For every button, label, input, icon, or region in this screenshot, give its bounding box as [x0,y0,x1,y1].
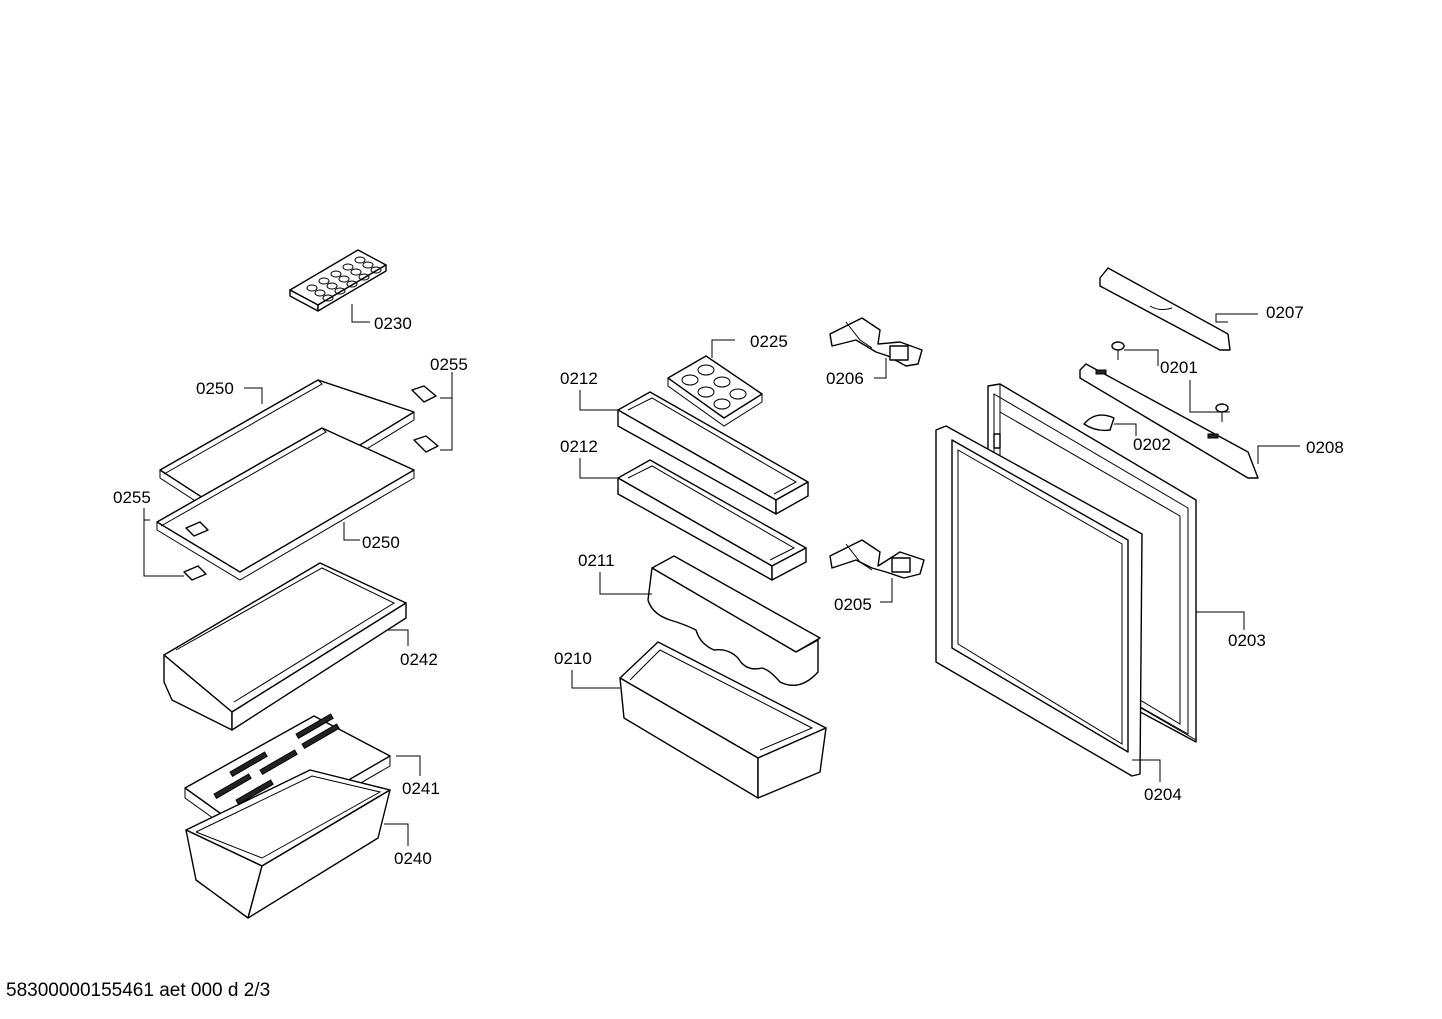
screw-part [1111,341,1229,422]
label-0210: 0210 [554,649,592,668]
label-0250-upper: 0250 [196,379,234,398]
lower-box-part [185,769,391,919]
label-0204: 0204 [1144,785,1182,804]
lower-hinge-part [829,539,925,579]
upper-hinge-part [829,317,923,367]
label-0225: 0225 [750,332,788,351]
crisper-drawer-part [163,562,407,731]
document-reference: 58300000155461 aet 000 d 2/3 [6,980,271,1001]
label-0202: 0202 [1133,435,1171,454]
label-0212-lower: 0212 [560,437,598,456]
label-0230: 0230 [374,314,412,333]
glass-shelf-lower-part [156,427,415,581]
bottle-holder-part [647,555,821,686]
door-stopper-part [1083,414,1115,432]
door-shelf-upper-part [617,391,809,515]
ice-tray-part [289,249,387,312]
part-labels: 0230 0250 0255 0255 0250 0242 0241 0240 … [113,303,1344,868]
hinge-bracket-part [1079,363,1259,479]
label-0242: 0242 [400,650,438,669]
label-0212-upper: 0212 [560,369,598,388]
label-0207: 0207 [1266,303,1304,322]
hinge-cover-part [1099,267,1231,351]
label-0255-left: 0255 [113,488,151,507]
label-0208: 0208 [1306,438,1344,457]
label-0240: 0240 [394,849,432,868]
label-0250-lower: 0250 [362,533,400,552]
label-0211: 0211 [578,551,615,570]
label-0255-right: 0255 [430,355,468,374]
label-0203: 0203 [1228,631,1266,650]
label-0206: 0206 [826,369,864,388]
egg-tray-part [667,355,763,427]
label-0241: 0241 [402,779,440,798]
leader-lines [143,304,1300,846]
door-gasket-part [935,425,1143,777]
door-shelf-lower-part [617,459,807,581]
shelf-clip-part [183,385,439,581]
label-0201: 0201 [1160,358,1198,377]
label-0205: 0205 [834,595,872,614]
bottle-shelf-part [619,641,827,799]
